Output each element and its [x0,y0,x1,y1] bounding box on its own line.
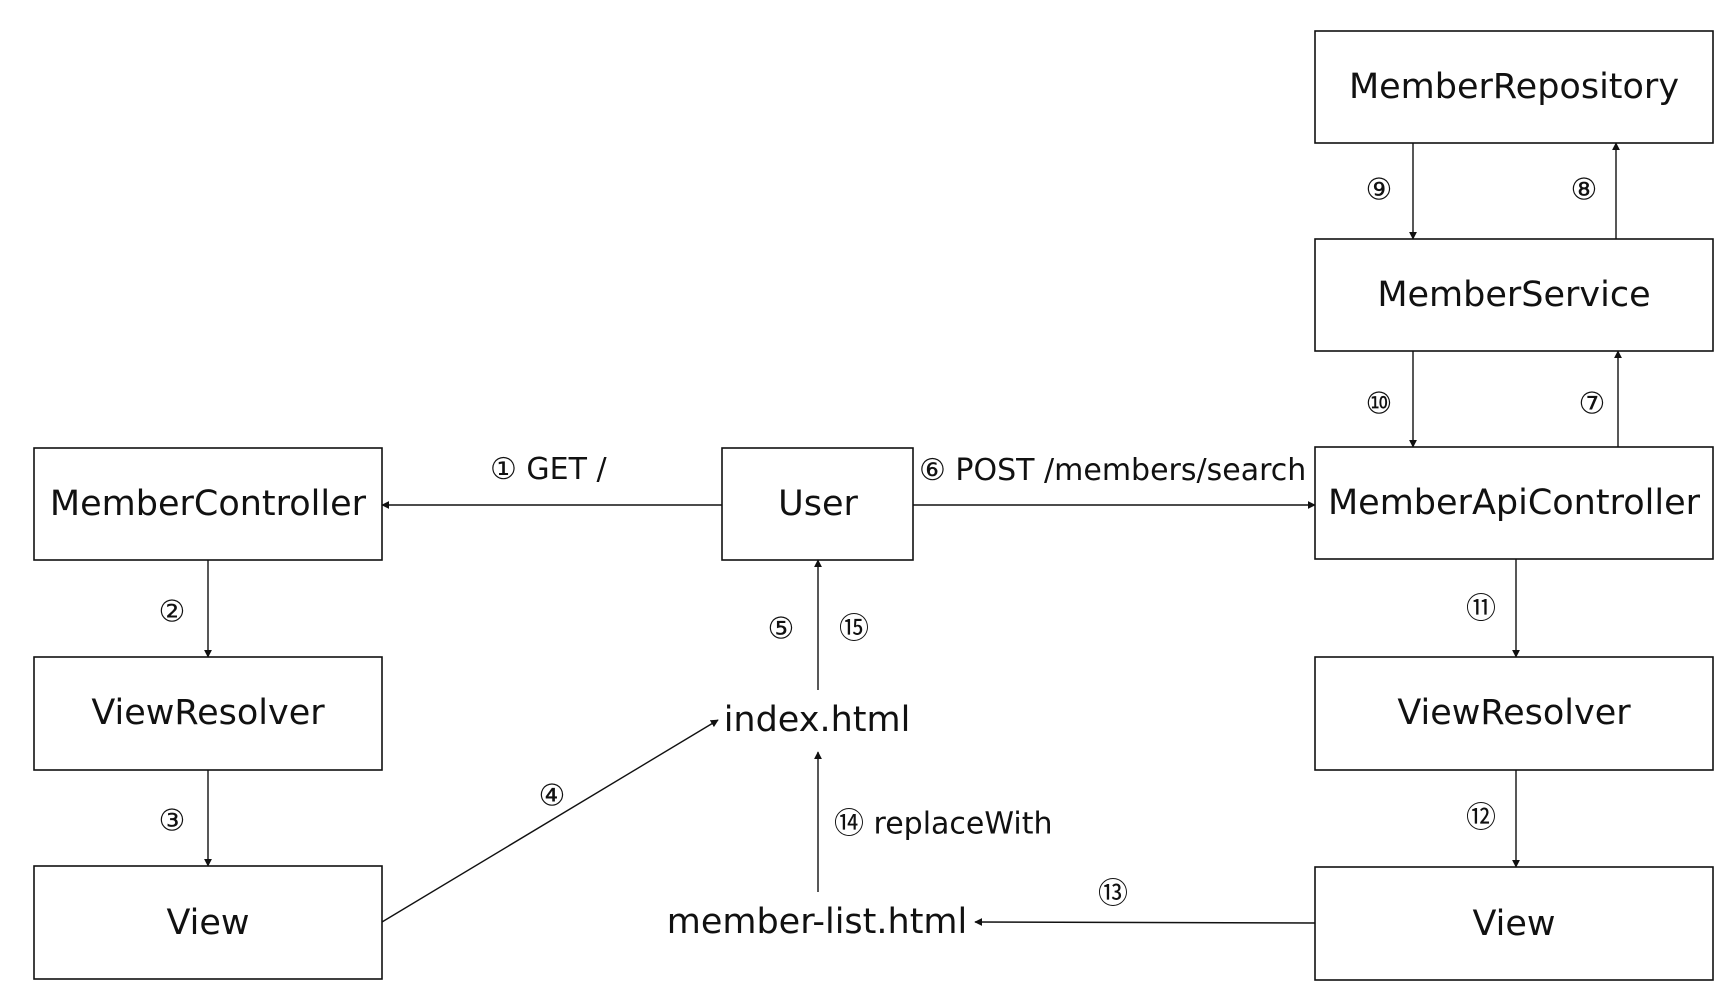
edge-8-label: ⑧ [1571,173,1598,208]
edge-15-label: ⑮ [839,612,869,647]
edge-11-label: ⑪ [1466,592,1496,627]
member-repository-node: MemberRepository [1314,30,1714,144]
edge-6-label: ⑥ POST /members/search [919,453,1306,488]
view-resolver-right-label: ViewResolver [1397,693,1631,733]
edge-14-label: ⑭ replaceWith [834,807,1053,842]
edge-3-label: ③ [159,804,186,839]
edge-5-label: ⑤ [768,612,795,647]
edge-13-arrow [974,918,1316,927]
member-service-label: MemberService [1377,275,1650,315]
member-service-node: MemberService [1314,238,1714,352]
edge-10-label: ⑩ [1366,387,1393,422]
view-left-node: View [33,865,383,980]
view-right-label: View [1472,904,1555,944]
member-api-controller-node: MemberApiController [1314,446,1714,560]
edge-13-label: ⑬ [1098,877,1128,912]
view-right-node: View [1314,866,1714,981]
member-repository-label: MemberRepository [1349,67,1679,107]
member-api-controller-label: MemberApiController [1328,483,1701,523]
edge-7-label: ⑦ [1579,387,1606,422]
edge-9-label: ⑨ [1366,173,1393,208]
user-node: User [721,447,914,561]
edge-12-label: ⑫ [1466,801,1496,836]
edge-2-label: ② [159,595,186,630]
member-controller-node: MemberController [33,447,383,561]
user-label: User [778,484,858,524]
member-list-html-label: member-list.html [667,902,968,942]
edge-4-arrow [381,719,719,923]
view-resolver-left-node: ViewResolver [33,656,383,771]
edge-4-label: ④ [539,779,566,814]
edge-1-label: ① GET / [490,452,607,487]
view-resolver-right-node: ViewResolver [1314,656,1714,771]
index-html-label: index.html [724,700,911,740]
member-controller-label: MemberController [50,484,367,524]
view-resolver-left-label: ViewResolver [91,693,325,733]
view-left-label: View [166,903,249,943]
